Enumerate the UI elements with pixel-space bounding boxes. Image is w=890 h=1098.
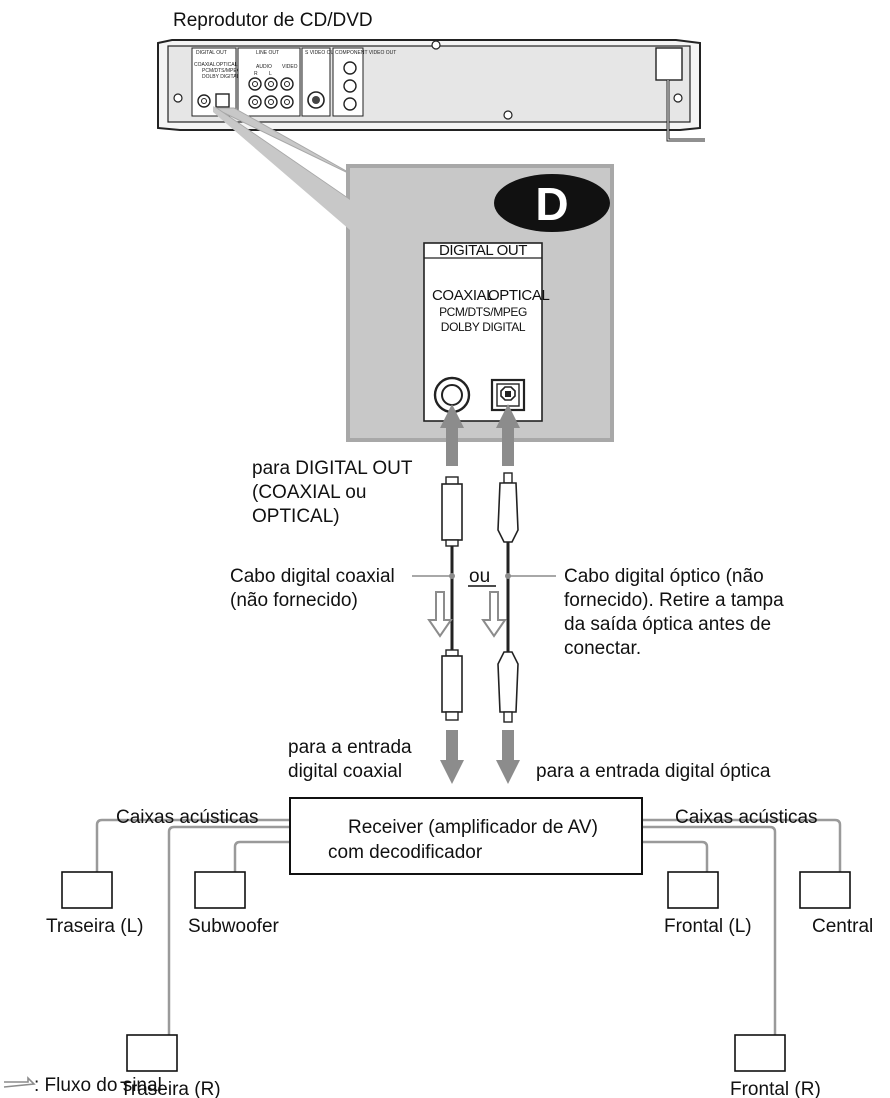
receiver-box (289, 797, 643, 875)
badge-d (494, 174, 610, 232)
mini-digital-out-label: DIGITAL OUT (196, 50, 227, 56)
speaker-central (799, 871, 851, 909)
mini-dolby-label: DOLBY DIGITAL (202, 74, 240, 80)
detail-digital-out-label: DIGITAL OUT (439, 242, 527, 259)
to-coax-input-line1: para a entrada (288, 737, 412, 758)
receiver-line2: com decodificador (328, 842, 483, 863)
signal-flow-icon (3, 1076, 36, 1088)
speakers-right-group-label: Caixas acústicas (675, 807, 818, 828)
mini-optical-jack (215, 93, 230, 108)
or-label: ou (469, 566, 490, 587)
to-optical-input: para a entrada digital óptica (536, 761, 771, 782)
mini-component-label: COMPONENT VIDEO OUT (335, 50, 396, 56)
to-coax-input-line2: digital coaxial (288, 761, 402, 782)
speaker-front-l (667, 871, 719, 909)
speaker-wires-left (95, 818, 290, 1035)
optical-cable-line1: Cabo digital óptico (não (564, 566, 764, 587)
mini-pcm-label: PCM/DTS/MPEG (202, 68, 241, 74)
to-digital-out-line2: (COAXIAL ou (252, 482, 366, 503)
optical-cable-line2: fornecido). Retire a tampa (564, 590, 784, 611)
signal-flow-arrows (427, 591, 507, 638)
coaxial-cable (441, 476, 463, 721)
mini-r-label: R (254, 71, 258, 77)
optical-cable-line4: conectar. (564, 638, 641, 659)
mini-l-label: L (269, 71, 272, 77)
speakers-left-group-label: Caixas acústicas (116, 807, 259, 828)
speaker-subwoofer-label: Subwoofer (188, 916, 280, 937)
speaker-central-label: Central (812, 916, 873, 937)
speaker-front-r-label: Frontal (R) (730, 1079, 821, 1098)
legend: : Fluxo do sinal (3, 1075, 162, 1096)
badge-d-label: D (535, 178, 568, 230)
speaker-front-r (734, 1034, 786, 1072)
speaker-subwoofer (194, 871, 246, 909)
detail-optical-label: OPTICAL (488, 287, 549, 304)
detail-coaxial-label: COAXIAL (432, 287, 494, 304)
optical-cable (497, 472, 519, 723)
receiver-line1: Receiver (amplificador de AV) (348, 817, 598, 838)
speaker-front-l-label: Frontal (L) (664, 916, 752, 937)
optical-cable-line3: da saída óptica antes de (564, 614, 771, 635)
signal-arrows-up (440, 404, 520, 466)
coax-cable-line2: (não fornecido) (230, 590, 358, 611)
mini-video-label: VIDEO (282, 64, 298, 70)
mini-s-video-label: S VIDEO OUT (305, 50, 337, 56)
signal-arrows-down (440, 730, 520, 784)
detail-pcm-label: PCM/DTS/MPEG (439, 305, 527, 319)
mini-coaxial-jack (197, 94, 211, 108)
speaker-wires-right (642, 818, 842, 1035)
player-device: DIGITAL OUT COAXIAL OPTICAL PCM/DTS/MPEG… (157, 39, 705, 142)
speaker-rear-r-label: Traseira (R) (120, 1079, 221, 1098)
speaker-rear-l-label: Traseira (L) (46, 916, 143, 937)
mini-coaxial-label: COAXIAL (194, 62, 216, 68)
mini-audio-label: AUDIO (256, 64, 272, 70)
player-title: Reprodutor de CD/DVD (173, 10, 373, 31)
to-digital-out-line3: OPTICAL) (252, 506, 340, 527)
speaker-rear-l (61, 871, 113, 909)
to-digital-out-line1: para DIGITAL OUT (252, 458, 413, 479)
legend-signal-flow: : Fluxo do sinal (34, 1075, 162, 1096)
speaker-rear-r (126, 1034, 178, 1072)
mini-optical-label: OPTICAL (216, 62, 238, 68)
mini-line-out-label: LINE OUT (256, 50, 279, 56)
coax-cable-line1: Cabo digital coaxial (230, 566, 395, 587)
detail-dolby-label: DOLBY DIGITAL (441, 320, 526, 334)
